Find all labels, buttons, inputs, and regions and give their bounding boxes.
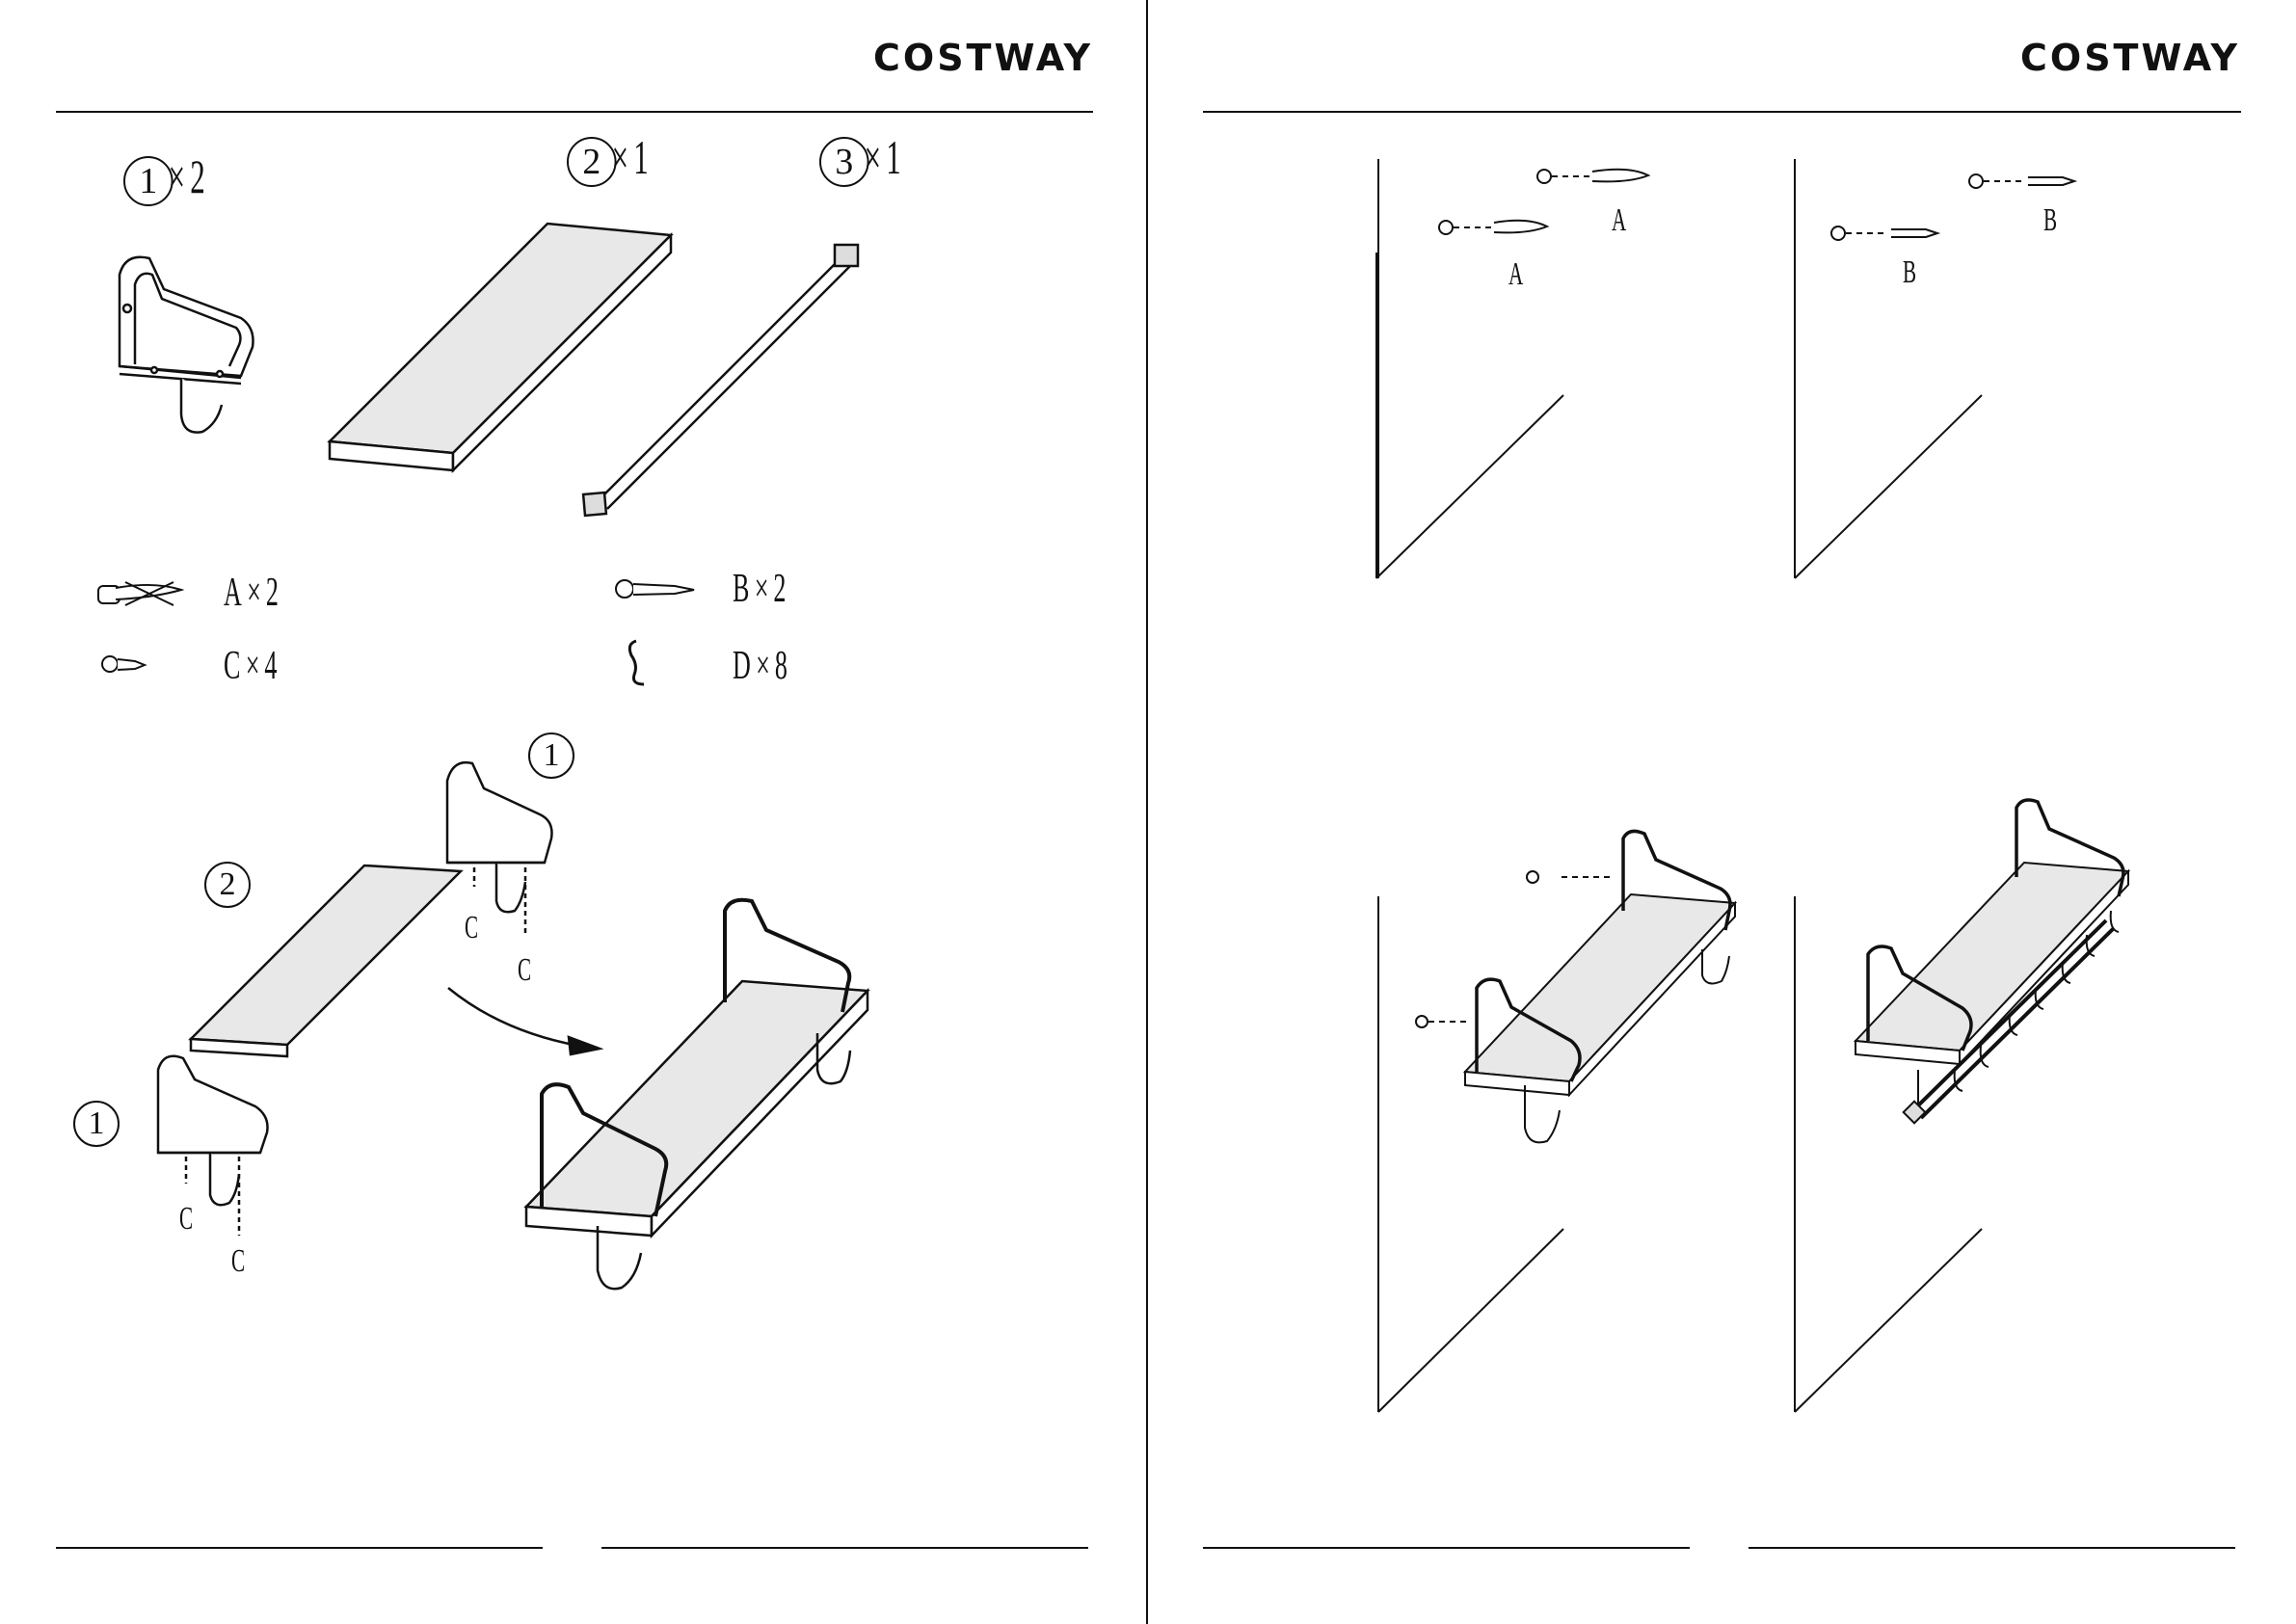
bracket-part-icon [120, 257, 254, 433]
hardware-a-label: A×2 [224, 572, 279, 613]
step4-mount-drawing [1378, 831, 1735, 1412]
brand-logo-right: COSTWAY [2020, 37, 2240, 79]
step2-wall-drawing [1376, 159, 1648, 578]
step3-screw-b-1: B [2043, 204, 2057, 237]
hardware-c-label: C×4 [224, 646, 277, 686]
hardware-b-label: B×2 [733, 569, 786, 609]
step1-bracket-bottom-callout: 1 [73, 1101, 120, 1147]
step5-final-drawing [1795, 800, 2128, 1412]
part-3-label: 3×1 [819, 133, 901, 187]
step1-bracket-top-callout: 1 [528, 732, 574, 779]
board-part-icon [330, 224, 671, 470]
step3-screw-b-2: B [1903, 256, 1916, 289]
step1-screw-c-1: C [465, 912, 478, 945]
hardware-d-label: D×8 [733, 646, 788, 686]
step3-wall-drawing [1795, 159, 2074, 578]
step1-screw-c-3: C [179, 1203, 193, 1236]
step2-anchor-a-2: A [1508, 258, 1523, 291]
step1-screw-c-4: C [231, 1245, 245, 1278]
step2-anchor-a-1: A [1612, 204, 1626, 237]
step1-board-callout: 2 [204, 862, 251, 908]
hardware-icons [98, 580, 694, 684]
part-1-label: 1×2 [123, 152, 205, 206]
brand-logo-left: COSTWAY [873, 37, 1093, 79]
step1-assembly-drawing [158, 762, 868, 1289]
part-2-label: 2×1 [567, 133, 649, 187]
step1-screw-c-2: C [518, 954, 531, 987]
